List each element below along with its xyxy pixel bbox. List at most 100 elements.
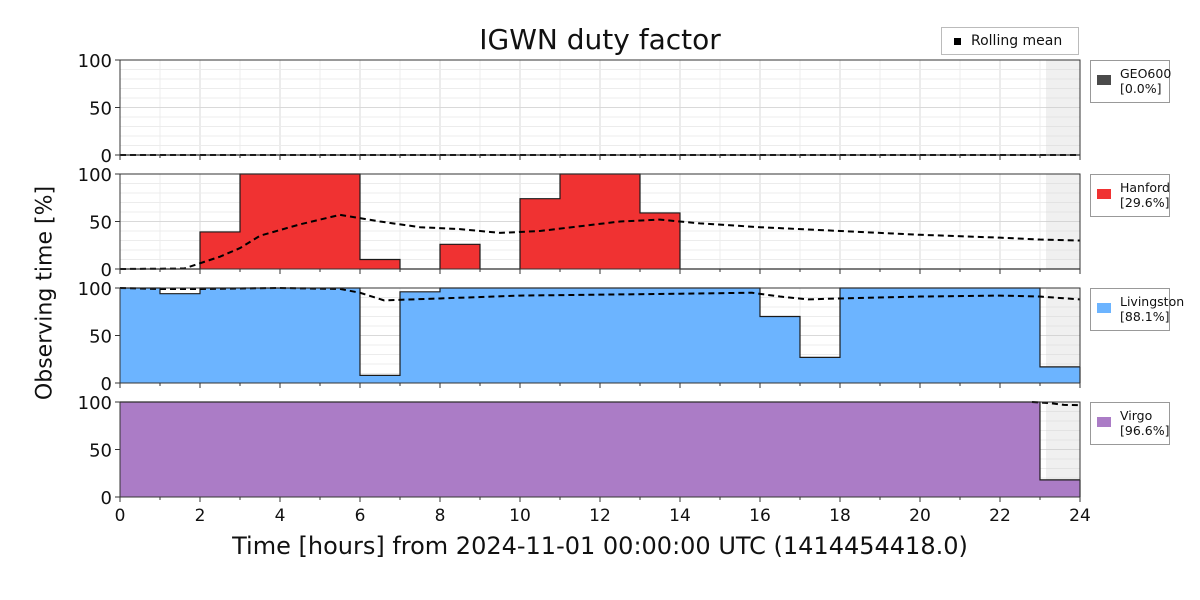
legend-label-geo600: GEO600 xyxy=(1120,66,1172,81)
bar-virgo-h23 xyxy=(1040,479,1080,497)
x-tick-label: 12 xyxy=(589,506,611,526)
bar-livingston-h7 xyxy=(400,291,440,383)
legend-label-hanford: Hanford xyxy=(1120,180,1170,195)
bar-virgo-h0 xyxy=(120,402,160,497)
bar-livingston-h17 xyxy=(800,357,840,383)
x-tick-label: 16 xyxy=(749,506,771,526)
future-shade-hanford xyxy=(1046,174,1080,269)
bar-virgo-h2 xyxy=(200,402,240,497)
bar-virgo-h13 xyxy=(640,402,680,497)
x-axis-label: Time [hours] from 2024-11-01 00:00:00 UT… xyxy=(232,532,968,560)
bar-virgo-h7 xyxy=(400,402,440,497)
legend-geo600: GEO600 [0.0%] xyxy=(1090,60,1172,103)
x-tick-label: 14 xyxy=(669,506,691,526)
y-tick-label-virgo: 0 xyxy=(101,488,112,509)
bar-virgo-h15 xyxy=(720,402,760,497)
bar-livingston-h19 xyxy=(880,288,920,383)
chart-title: IGWN duty factor xyxy=(479,23,721,56)
bar-virgo-h22 xyxy=(1000,402,1040,497)
x-tick-label: 6 xyxy=(355,506,366,526)
bar-livingston-h13 xyxy=(640,288,680,383)
y-tick-label-hanford: 0 xyxy=(101,260,112,281)
bar-livingston-h2 xyxy=(200,288,240,383)
bar-livingston-h21 xyxy=(960,288,1000,383)
legend-hanford: Hanford [29.6%] xyxy=(1090,174,1170,217)
bar-livingston-h5 xyxy=(320,288,360,383)
x-tick-label: 10 xyxy=(509,506,531,526)
y-axis-label: Observing time [%] xyxy=(32,185,58,401)
x-tick-label: 8 xyxy=(435,506,446,526)
bar-virgo-h12 xyxy=(600,402,640,497)
bar-hanford-h6 xyxy=(360,259,400,269)
x-tick-label: 18 xyxy=(829,506,851,526)
legend-swatch-virgo xyxy=(1097,417,1111,427)
legend-pct-virgo: [96.6%] xyxy=(1120,423,1170,438)
bar-livingston-h15 xyxy=(720,288,760,383)
bar-livingston-h23 xyxy=(1040,366,1080,383)
y-tick-label-livingston: 0 xyxy=(101,374,112,395)
bar-livingston-h1 xyxy=(160,293,200,383)
bar-virgo-h20 xyxy=(920,402,960,497)
y-tick-label-virgo: 50 xyxy=(89,441,112,462)
bar-hanford-h5 xyxy=(320,174,360,269)
bar-virgo-h5 xyxy=(320,402,360,497)
bar-livingston-h20 xyxy=(920,288,960,383)
x-tick-label: 22 xyxy=(989,506,1011,526)
bar-hanford-h8 xyxy=(440,244,480,269)
bar-livingston-h3 xyxy=(240,288,280,383)
bar-virgo-h14 xyxy=(680,402,720,497)
x-tick-label: 24 xyxy=(1069,506,1091,526)
bar-virgo-h21 xyxy=(960,402,1000,497)
rolling-mean-legend: Rolling mean xyxy=(941,27,1079,55)
bar-virgo-h10 xyxy=(520,402,560,497)
bar-hanford-h10 xyxy=(520,198,560,269)
future-shade-geo600 xyxy=(1046,60,1080,155)
bar-livingston-h0 xyxy=(120,288,160,383)
legend-swatch-geo600 xyxy=(1097,75,1111,85)
rolling-mean-marker-icon xyxy=(954,37,961,45)
bar-virgo-h6 xyxy=(360,402,400,497)
bar-livingston-h16 xyxy=(760,316,800,383)
rolling-mean-legend-label: Rolling mean xyxy=(971,33,1063,49)
bar-hanford-h2 xyxy=(200,231,240,269)
bar-livingston-h10 xyxy=(520,288,560,383)
y-tick-label-virgo: 100 xyxy=(78,393,112,414)
rolling-mean-line-hanford xyxy=(119,213,1081,270)
bar-livingston-h8 xyxy=(440,288,480,383)
x-tick-label: 4 xyxy=(275,506,286,526)
bar-virgo-h18 xyxy=(840,402,880,497)
legend-virgo: Virgo [96.6%] xyxy=(1090,402,1170,445)
bar-virgo-h17 xyxy=(800,402,840,497)
bar-livingston-h4 xyxy=(280,288,320,383)
bar-livingston-h18 xyxy=(840,288,880,383)
y-tick-label-hanford: 50 xyxy=(89,213,112,234)
bar-virgo-h4 xyxy=(280,402,320,497)
legend-label-livingston: Livingston xyxy=(1120,294,1185,309)
y-tick-label-geo600: 0 xyxy=(101,146,112,167)
legend-swatch-livingston xyxy=(1097,303,1111,313)
bar-virgo-h8 xyxy=(440,402,480,497)
bar-hanford-h13 xyxy=(640,212,680,269)
bar-virgo-h19 xyxy=(880,402,920,497)
y-tick-label-livingston: 50 xyxy=(89,327,112,348)
bar-livingston-h12 xyxy=(600,288,640,383)
bar-livingston-h9 xyxy=(480,288,520,383)
bar-virgo-h11 xyxy=(560,402,600,497)
bar-hanford-h11 xyxy=(560,174,600,269)
bar-livingston-h14 xyxy=(680,288,720,383)
legend-livingston: Livingston [88.1%] xyxy=(1090,288,1184,331)
y-tick-label-livingston: 100 xyxy=(78,279,112,300)
legend-swatch-hanford xyxy=(1097,189,1111,199)
legend-pct-livingston: [88.1%] xyxy=(1120,309,1170,324)
bar-virgo-h9 xyxy=(480,402,520,497)
bar-virgo-h16 xyxy=(760,402,800,497)
y-tick-label-geo600: 50 xyxy=(89,99,112,120)
y-tick-label-hanford: 100 xyxy=(78,165,112,186)
bar-hanford-h3 xyxy=(240,174,280,269)
bar-livingston-h22 xyxy=(1000,288,1040,383)
legend-pct-geo600: [0.0%] xyxy=(1120,81,1162,96)
legend-label-virgo: Virgo xyxy=(1120,408,1153,423)
bar-virgo-h1 xyxy=(160,402,200,497)
